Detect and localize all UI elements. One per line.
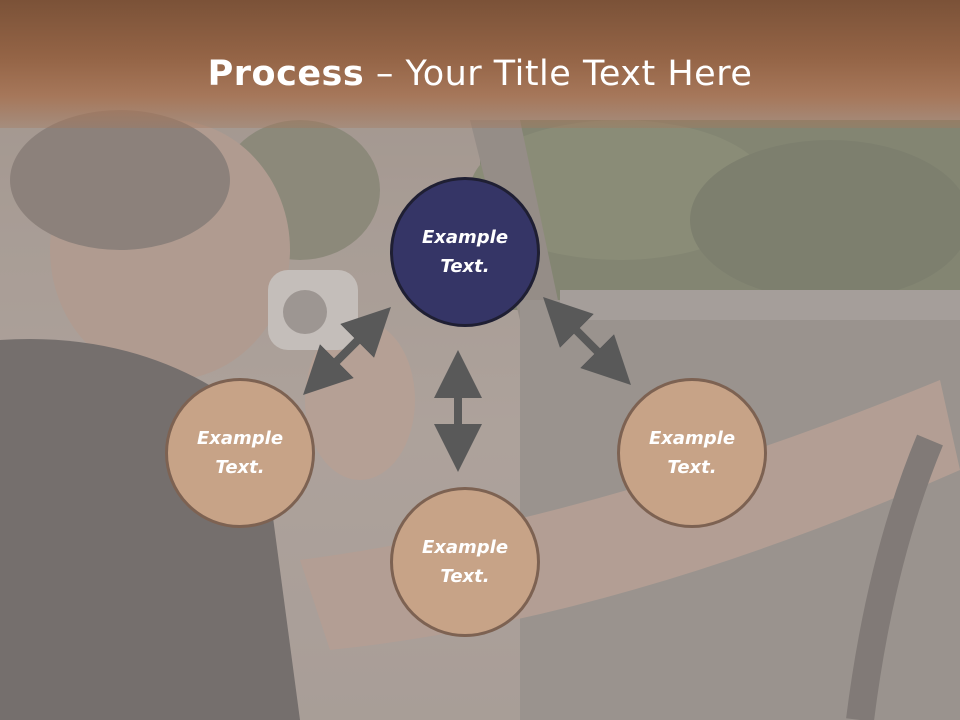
arrow-right-diagonal	[543, 297, 631, 385]
title-rest: – Your Title Text Here	[364, 54, 753, 94]
node-left[interactable]: Example Text.	[165, 378, 315, 528]
node-right[interactable]: Example Text.	[617, 378, 767, 528]
node-bottom[interactable]: Example Text.	[390, 487, 540, 637]
title-bold: Process	[207, 54, 365, 94]
slide-title[interactable]: Process – Your Title Text Here	[0, 50, 960, 98]
node-center[interactable]: Example Text.	[390, 177, 540, 327]
node-bottom-text: Example Text.	[421, 537, 509, 587]
steering-wheel	[846, 434, 943, 720]
person-hair	[10, 110, 230, 250]
title-bar	[0, 0, 960, 128]
node-center-text: Example Text.	[421, 227, 509, 277]
node-right-text: Example Text.	[648, 428, 736, 478]
node-left-text: Example Text.	[196, 428, 284, 478]
arrow-left-diagonal	[303, 307, 391, 395]
foliage-blob	[690, 140, 960, 300]
